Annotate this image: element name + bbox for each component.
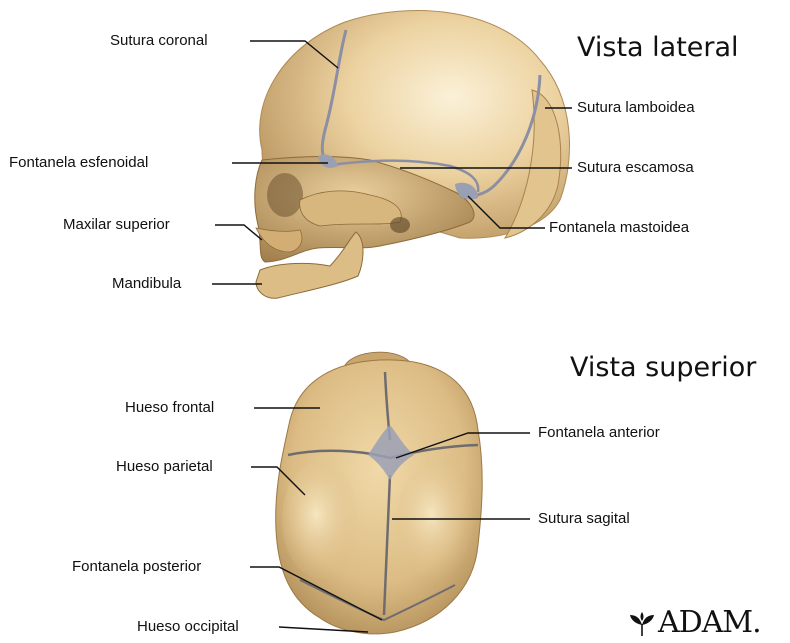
label-hueso-parietal: Hueso parietal — [116, 458, 213, 476]
superior-view-title: Vista superior — [570, 352, 756, 384]
left-parietal-bump — [282, 462, 358, 578]
label-mandibula: Mandibula — [112, 275, 181, 293]
label-hueso-frontal: Hueso frontal — [125, 399, 214, 417]
label-fontanela-posterior: Fontanela posterior — [72, 558, 201, 576]
label-sutura-sagital: Sutura sagital — [538, 510, 630, 528]
label-fontanela-esfenoidal: Fontanela esfenoidal — [9, 154, 148, 172]
label-sutura-coronal: Sutura coronal — [110, 32, 208, 50]
adam-logo: ADAM. — [628, 604, 788, 642]
label-hueso-occipital: Hueso occipital — [137, 618, 239, 636]
lateral-skull-illustration — [255, 11, 570, 299]
label-maxilar-superior: Maxilar superior — [63, 216, 170, 234]
label-sutura-escamosa: Sutura escamosa — [577, 159, 694, 177]
superior-skull-illustration — [276, 352, 483, 634]
right-parietal-bump — [397, 462, 473, 578]
leaf-icon — [628, 612, 656, 638]
lateral-ear-canal — [390, 217, 410, 233]
lateral-orbit — [267, 173, 303, 217]
lateral-view-title: Vista lateral — [577, 32, 739, 64]
label-fontanela-anterior: Fontanela anterior — [538, 424, 660, 442]
leader-maxilar-superior — [215, 225, 262, 240]
label-fontanela-mastoidea: Fontanela mastoidea — [549, 219, 689, 237]
label-sutura-lamboidea: Sutura lamboidea — [577, 99, 695, 117]
logo-wordmark: ADAM. — [658, 604, 761, 642]
